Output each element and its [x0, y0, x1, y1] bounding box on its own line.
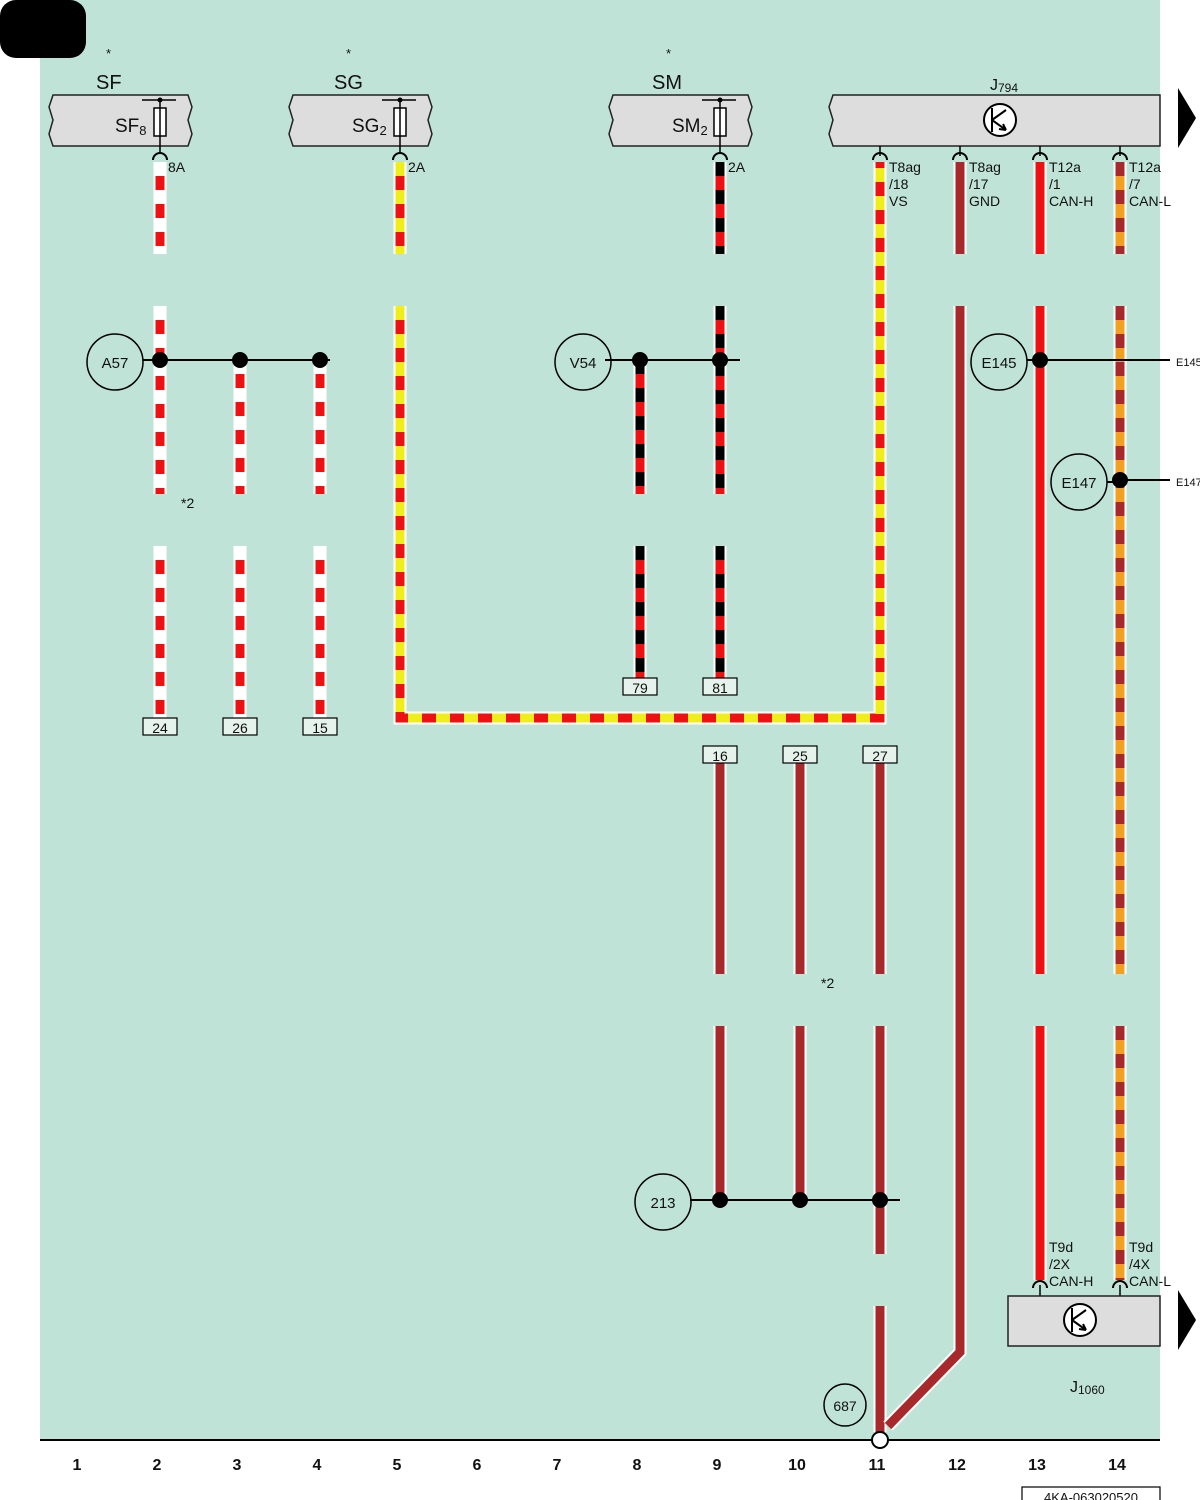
wire-brown	[883, 306, 967, 1431]
target-79: 79	[632, 680, 648, 696]
connector-icon	[1032, 1280, 1048, 1289]
pin-label: T8ag	[889, 159, 921, 175]
control-unit-j1060: J1060 T9d /2X CAN-H T9d /4X CAN-L	[1007, 1239, 1196, 1397]
junction-687: 687	[823, 1383, 867, 1427]
column-number: 4	[313, 1457, 322, 1474]
pin-label: VS	[889, 193, 908, 209]
pin-label: GND	[969, 193, 1000, 209]
continuation-arrow-icon	[1178, 88, 1196, 148]
fuse-sm-label: SM2	[672, 116, 708, 138]
e147-reference: E147	[1176, 477, 1200, 489]
column-number: 12	[948, 1457, 966, 1474]
junction-dots	[152, 352, 1128, 1208]
relay-sg-label: SG	[334, 72, 363, 94]
fuse-sm-rating: 2A	[728, 159, 746, 175]
target-27: 27	[872, 748, 888, 764]
drawing-id-box	[1021, 1486, 1161, 1500]
junction-687-label: 687	[833, 1398, 857, 1414]
pin-label: CAN-H	[1049, 193, 1093, 209]
column-number: 7	[553, 1457, 562, 1474]
column-number: 13	[1028, 1457, 1046, 1474]
pin-label: /4X	[1129, 1256, 1151, 1272]
pin-label: /1	[1049, 176, 1061, 192]
target-81: 81	[712, 680, 728, 696]
junction-213: 213	[634, 1173, 692, 1231]
pin-label: T12a	[1049, 159, 1081, 175]
junction-a57: A57	[86, 333, 144, 391]
pin-label: T9d	[1129, 1239, 1153, 1255]
fuse-sf-rating: 8A	[168, 159, 186, 175]
column-numbers: 1 2 3 4 5 6 7 8 9 10 11 12 13 14	[73, 1457, 1126, 1474]
page-tab	[0, 0, 86, 58]
pin-label: T8ag	[969, 159, 1001, 175]
e145-reference: E145	[1176, 357, 1200, 369]
pin-label: T12a	[1129, 159, 1161, 175]
junction-v54-label: V54	[570, 355, 597, 372]
column-number: 11	[869, 1457, 886, 1474]
column-number: 8	[633, 1457, 642, 1474]
connector-icon	[152, 152, 168, 161]
target-26: 26	[232, 720, 248, 736]
relay-sf-label: SF	[96, 72, 122, 94]
column-number: 9	[713, 1457, 722, 1474]
fuse-sg-label: SG2	[352, 116, 387, 138]
target-16: 16	[712, 748, 728, 764]
transistor-icon	[1063, 1303, 1097, 1337]
drawing-id: 4KA-063020520	[1044, 1490, 1138, 1500]
connector-icon	[712, 152, 728, 161]
column-number: 6	[473, 1457, 482, 1474]
column-number: 5	[393, 1457, 402, 1474]
continuation-arrow-icon	[1178, 1290, 1196, 1350]
junction-e145: E145	[970, 333, 1028, 391]
fuse-sf-label: SF8	[115, 116, 147, 138]
column-number: 14	[1108, 1457, 1126, 1474]
wires	[153, 162, 1127, 1432]
target-24: 24	[152, 720, 168, 736]
column-number: 10	[788, 1457, 806, 1474]
relay-sg: SG * SG2 2A	[288, 46, 433, 175]
pin-label: /18	[889, 176, 909, 192]
relay-sg-star: *	[346, 46, 351, 61]
pin-label: /2X	[1049, 1256, 1071, 1272]
junction-e147: E147	[1050, 453, 1108, 511]
relay-sm-star: *	[666, 46, 671, 61]
fuse-sg-rating: 2A	[408, 159, 426, 175]
transistor-icon	[983, 103, 1017, 137]
column-number: 3	[233, 1457, 242, 1474]
column-number: 2	[153, 1457, 162, 1474]
relay-sm: SM * SM2 2A	[608, 46, 753, 175]
pin-label: T9d	[1049, 1239, 1073, 1255]
target-25: 25	[792, 748, 808, 764]
relay-sf: SF * SF8 8A	[48, 46, 193, 175]
pin-label: CAN-H	[1049, 1273, 1093, 1289]
connector-icon	[1112, 1280, 1128, 1289]
footnote: *2	[821, 975, 834, 991]
target-boxes: 24 26 15 79 81 16 25 27	[142, 677, 898, 764]
pin-label: CAN-L	[1129, 193, 1171, 209]
pin-label: /17	[969, 176, 989, 192]
relay-sm-label: SM	[652, 72, 682, 94]
j794-label: J794	[990, 77, 1018, 95]
column-number: 1	[73, 1457, 82, 1474]
relay-sf-star: *	[106, 46, 111, 61]
pin-label: CAN-L	[1129, 1273, 1171, 1289]
junction-a57-label: A57	[102, 355, 129, 372]
junction-e145-label: E145	[981, 355, 1016, 372]
control-unit-j794: J794	[828, 77, 1196, 161]
junction-v54: V54	[554, 333, 612, 391]
ground-point	[871, 1431, 889, 1449]
target-15: 15	[312, 720, 328, 736]
junction-213-label: 213	[650, 1195, 675, 1212]
connector-icon	[392, 152, 408, 161]
wire-red-yellow	[393, 162, 887, 725]
pin-label: /7	[1129, 176, 1141, 192]
junction-e147-label: E147	[1061, 475, 1096, 492]
footnote: *2	[181, 495, 194, 511]
j794-pin-labels: T8ag /18 VS T8ag /17 GND T12a /1 CAN-H T…	[889, 159, 1171, 209]
j1060-label: J1060	[1070, 1379, 1105, 1397]
